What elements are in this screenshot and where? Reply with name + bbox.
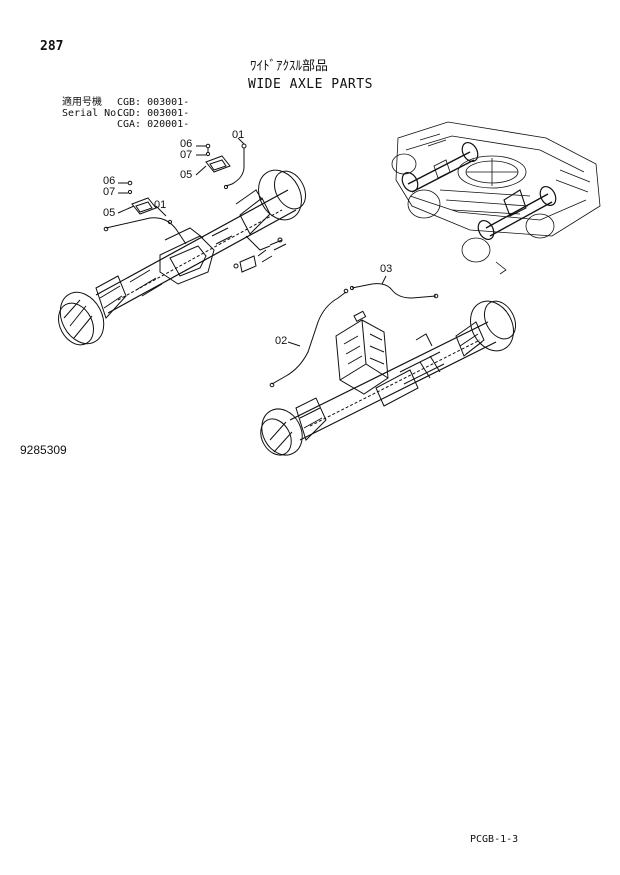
callout-01: 01 xyxy=(232,129,245,141)
callout-06: 06 xyxy=(103,175,116,187)
serial-row: CGA: 020001- xyxy=(117,119,190,130)
callout-05: 05 xyxy=(103,207,116,219)
callout-05: 05 xyxy=(180,169,193,181)
page-reference: PCGB-1-3 xyxy=(470,834,519,845)
left-axle-assembly xyxy=(57,137,307,346)
callout-07: 07 xyxy=(180,149,193,161)
page-number: 287 xyxy=(40,39,64,54)
callout-03: 03 xyxy=(380,263,393,275)
callout-06: 06 xyxy=(180,138,193,150)
callout-02: 02 xyxy=(275,335,288,347)
right-axle-assembly xyxy=(260,275,517,456)
callout-07: 07 xyxy=(103,186,116,198)
machine-overview-view xyxy=(391,121,601,275)
callout-01: 01 xyxy=(154,199,167,211)
applicability-label-jp: 適用号機 xyxy=(62,97,102,108)
serial-row: CGD: 003001- xyxy=(117,108,190,119)
applicability-label-en: Serial No. xyxy=(62,108,123,119)
drawing-number: 9285309 xyxy=(20,443,67,457)
title-japanese: ﾜｲﾄﾞｱｸｽﾙ部品 xyxy=(250,59,329,74)
title-english: WIDE AXLE PARTS xyxy=(248,77,373,92)
serial-row: CGB: 003001- xyxy=(117,97,190,108)
